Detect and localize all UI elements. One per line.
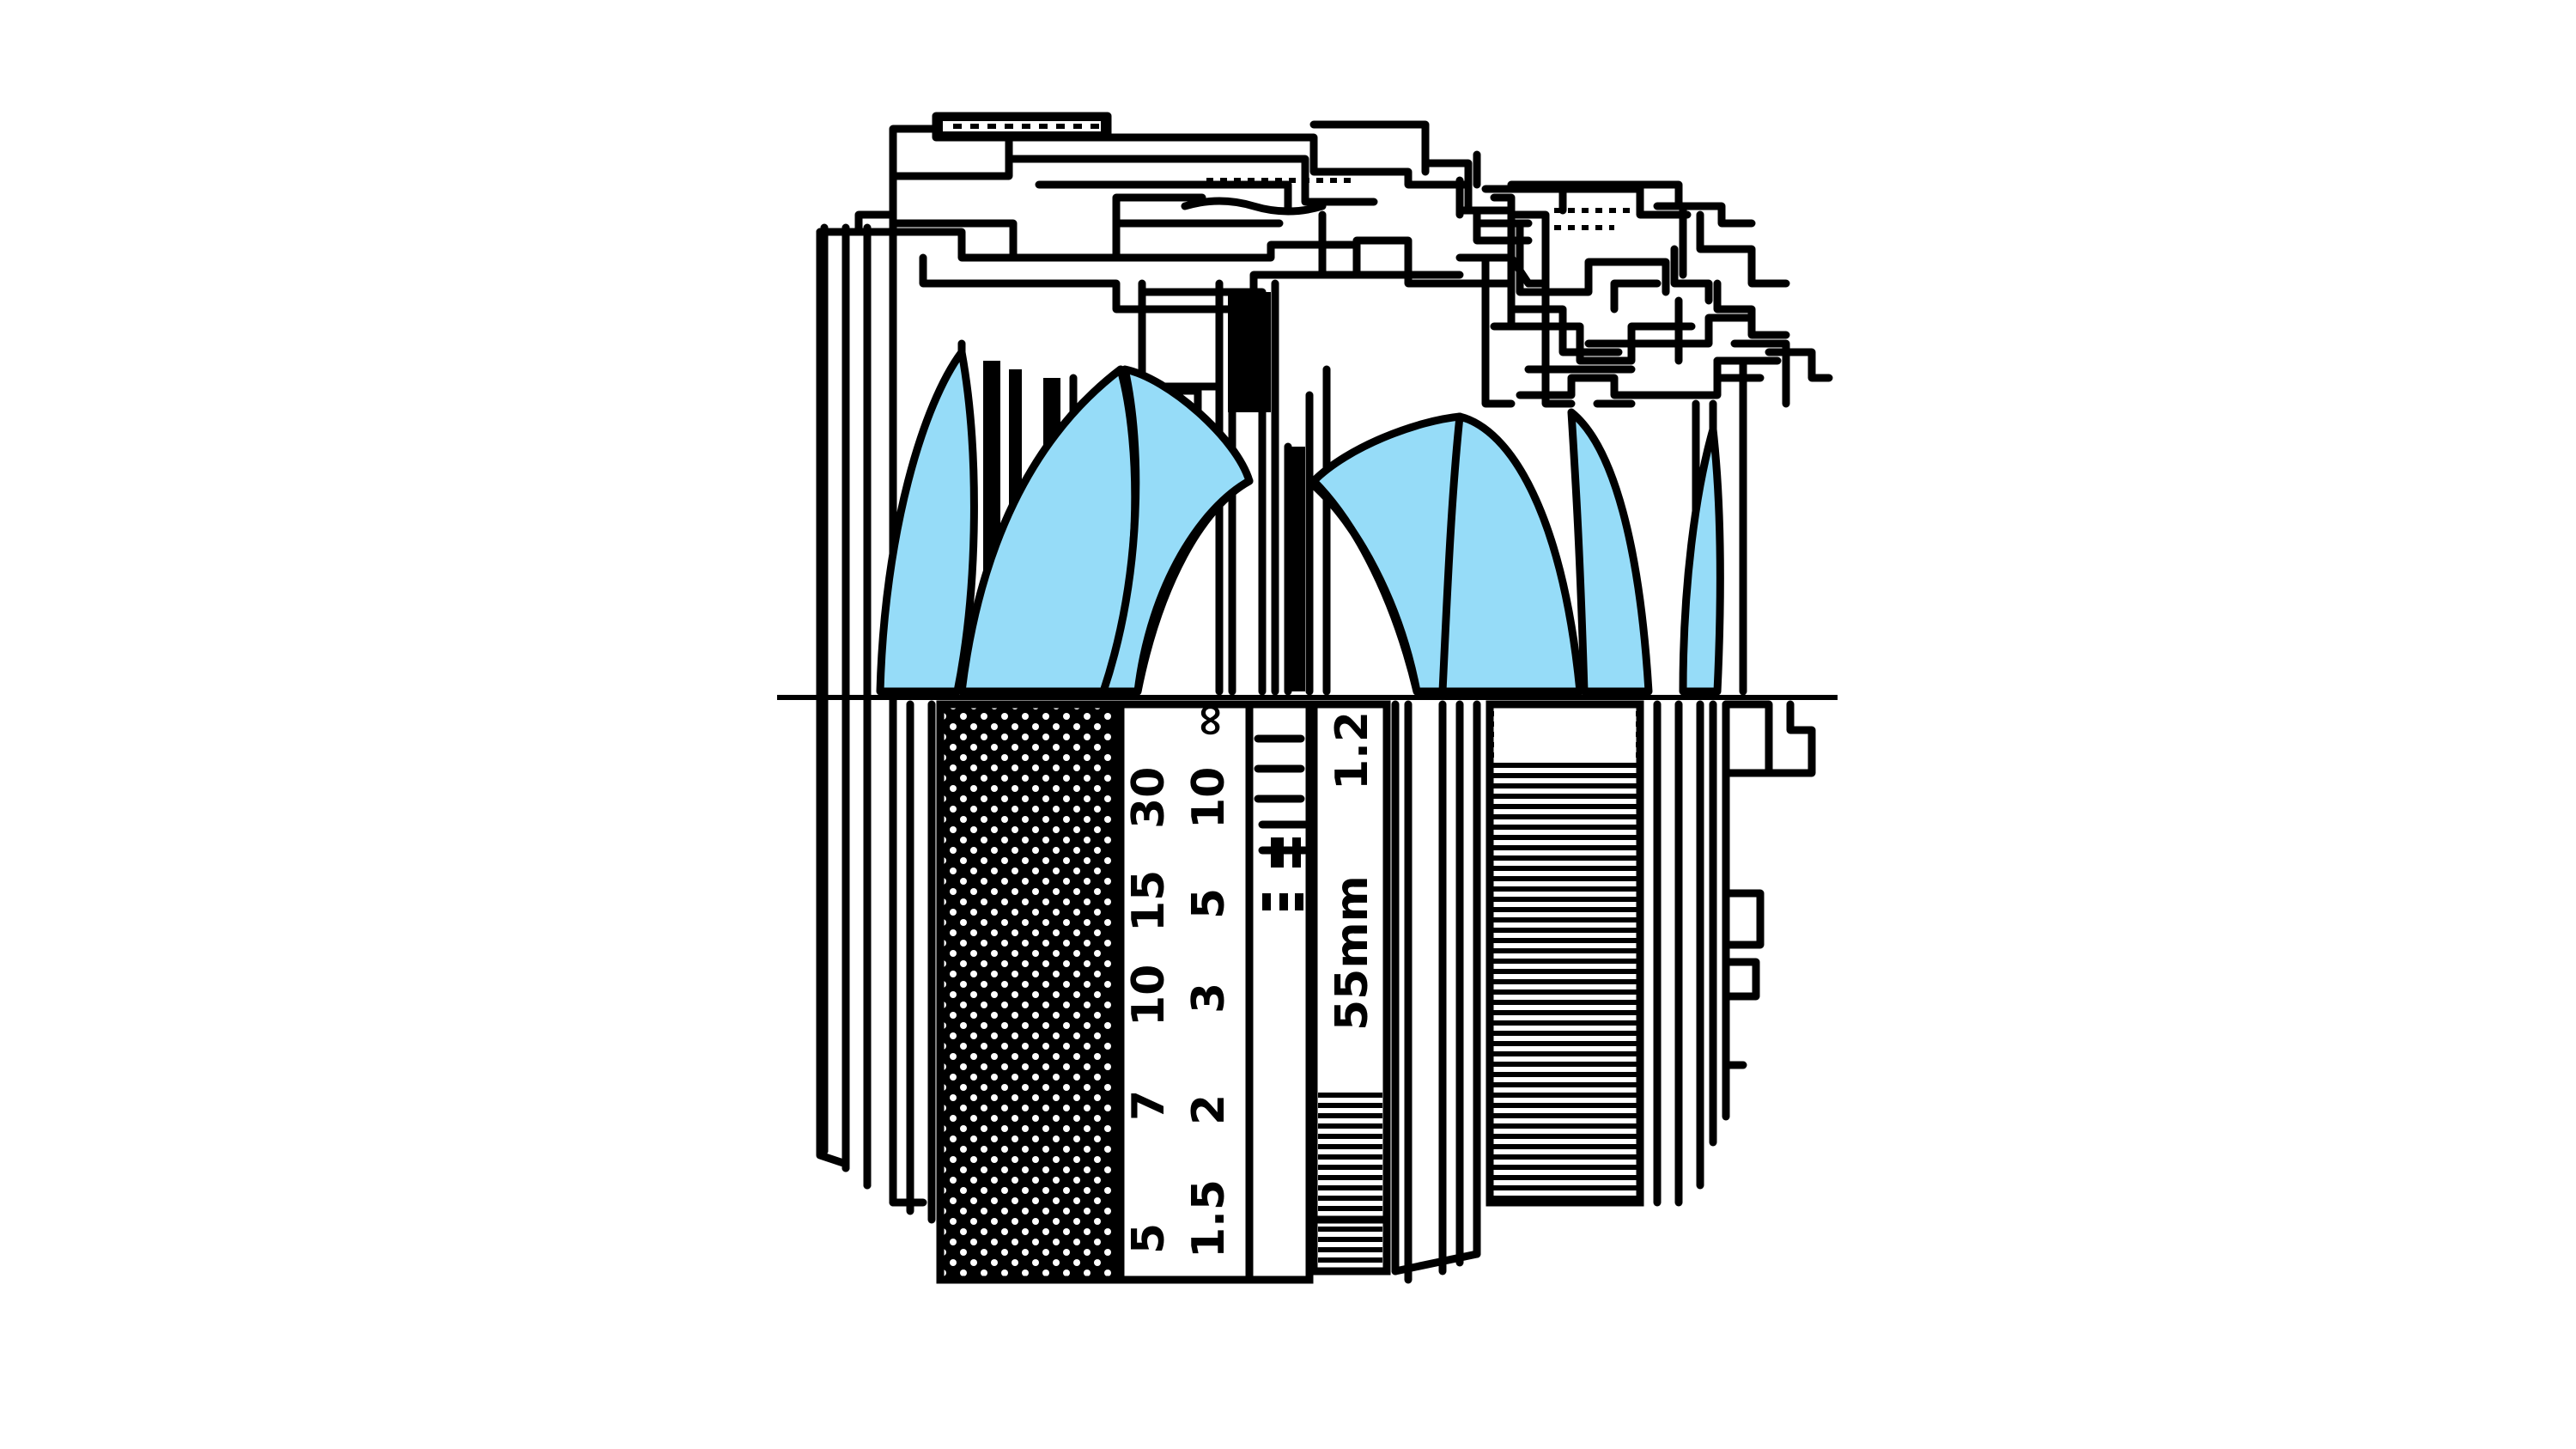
rear-mount (1709, 700, 1816, 1147)
lens-element-5 (1438, 412, 1584, 696)
scale-meters-2: 2 (1183, 1094, 1235, 1125)
lens-element-6 (1567, 408, 1653, 696)
scale-meters-1-5: 1.5 (1183, 1179, 1235, 1258)
lens-elements (876, 348, 1724, 696)
scale-feet-10: 10 (1123, 965, 1175, 1026)
focus-grip (936, 700, 1121, 1284)
lens-element-7 (1679, 425, 1724, 696)
scale-meters-5: 5 (1183, 888, 1235, 919)
scale-feet-15: 15 (1123, 870, 1175, 932)
aperture-ring: 1.2 55mm (1309, 700, 1391, 1275)
scale-feet-7: 7 (1123, 1090, 1175, 1121)
scale-feet-5: 5 (1123, 1223, 1175, 1254)
scale-infinity: ∞ (1183, 702, 1235, 739)
rear-grip (1485, 700, 1704, 1207)
scale-meters-10: 10 (1183, 767, 1235, 829)
lens-exterior: 30 15 10 7 5 ∞ 10 5 3 2 1.5 (820, 700, 1816, 1284)
lens-element-4 (1309, 412, 1464, 696)
focal-length-label: 55mm (1327, 875, 1378, 1031)
scale-feet-30: 30 (1123, 767, 1175, 829)
lens-element-1 (876, 348, 978, 696)
scale-meters-3: 3 (1183, 983, 1235, 1014)
knurl-strip-top (938, 116, 1636, 230)
distance-scale-ring: 30 15 10 7 5 ∞ 10 5 3 2 1.5 (1116, 700, 1314, 1284)
aperture-label: 1.2 (1327, 711, 1378, 790)
